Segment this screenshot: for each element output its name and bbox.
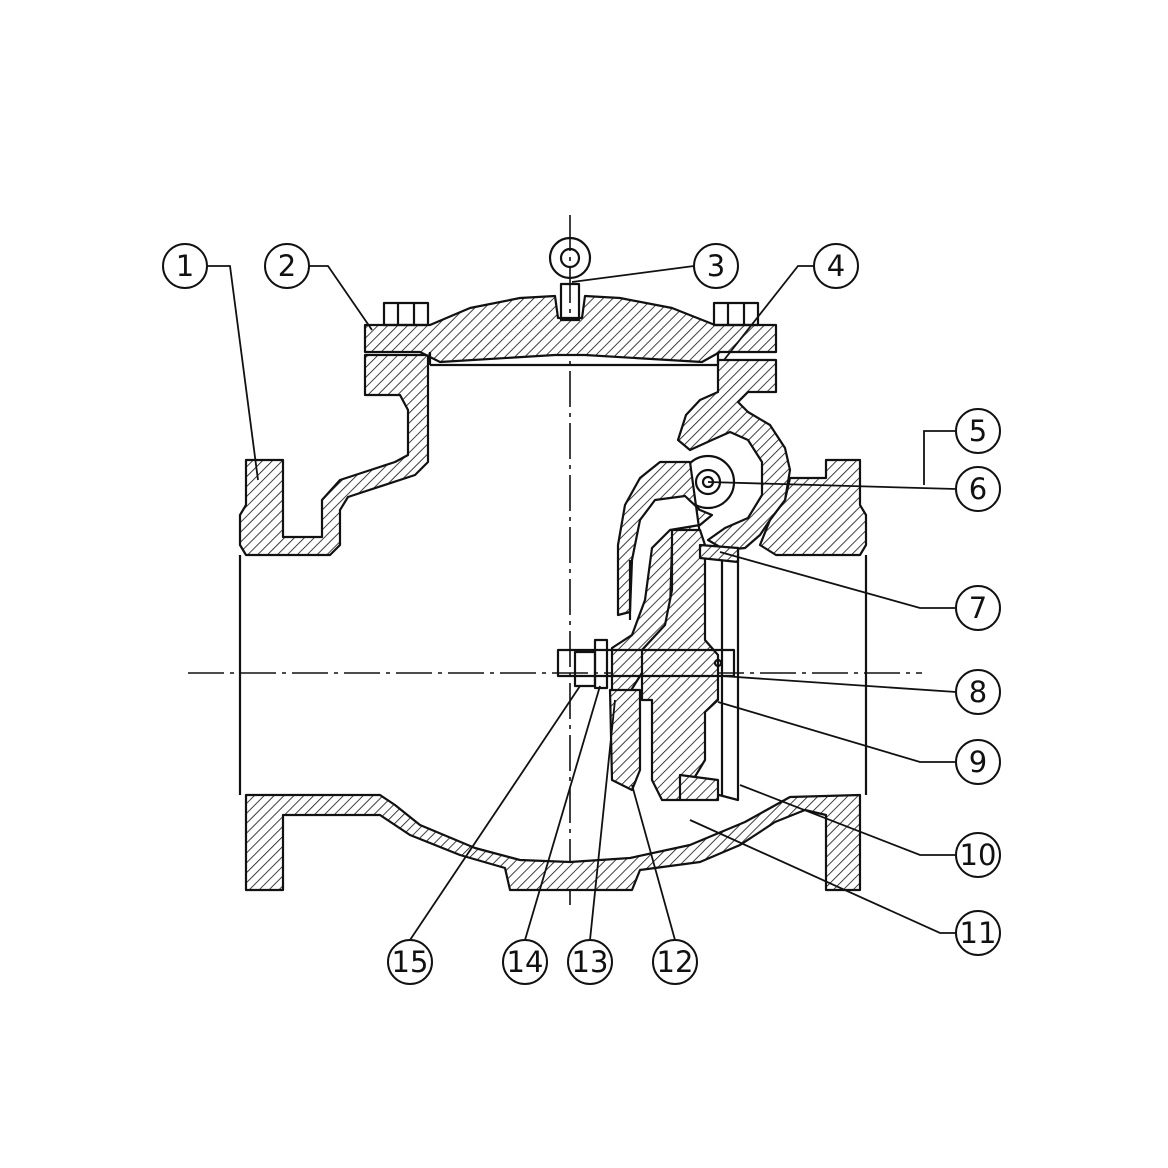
callout-bubble — [567, 939, 613, 985]
callout-bubble — [955, 408, 1001, 454]
callout-label: 9 — [969, 745, 987, 779]
callout-7: 7 — [955, 585, 1001, 631]
callout-bubble — [955, 739, 1001, 785]
callout-label: 5 — [969, 414, 987, 448]
callout-5: 5 — [955, 408, 1001, 454]
callout-bubble — [955, 466, 1001, 512]
callout-1: 1 — [162, 243, 208, 289]
callout-bubble — [264, 243, 310, 289]
callout-bubble — [693, 243, 739, 289]
callout-label: 10 — [960, 838, 997, 872]
callout-label: 12 — [657, 945, 694, 979]
callout-label: 8 — [969, 675, 987, 709]
callout-bubble — [387, 939, 433, 985]
callout-11: 11 — [955, 910, 1001, 956]
callout-label: 14 — [507, 945, 544, 979]
callout-label: 7 — [969, 591, 987, 625]
callout-13: 13 — [567, 939, 613, 985]
callout-bubble — [955, 832, 1001, 878]
callout-label: 13 — [572, 945, 609, 979]
callout-bubble — [502, 939, 548, 985]
callout-bubble — [813, 243, 859, 289]
callout-label: 1 — [176, 249, 194, 283]
eye-bolt-ring — [548, 236, 592, 280]
callout-6: 6 — [955, 466, 1001, 512]
disc-stud — [556, 648, 736, 678]
callout-10: 10 — [955, 832, 1001, 878]
stud-nut — [573, 650, 597, 688]
cover-bolt-right — [712, 301, 760, 327]
callout-label: 6 — [969, 472, 987, 506]
callout-9: 9 — [955, 739, 1001, 785]
callout-label: 4 — [827, 249, 845, 283]
leader-lines — [207, 265, 957, 941]
callout-bubble — [652, 939, 698, 985]
callout-bubble — [955, 585, 1001, 631]
disc-arm-assembly — [556, 454, 740, 802]
callout-label: 11 — [960, 916, 997, 950]
callout-4: 4 — [813, 243, 859, 289]
callout-2: 2 — [264, 243, 310, 289]
callout-15: 15 — [387, 939, 433, 985]
callout-label: 15 — [392, 945, 429, 979]
cover-bolt-left — [382, 301, 430, 327]
bonnet — [363, 236, 778, 367]
callout-3: 3 — [693, 243, 739, 289]
valve-body — [238, 353, 868, 892]
callout-bubble — [162, 243, 208, 289]
callout-8: 8 — [955, 669, 1001, 715]
callout-12: 12 — [652, 939, 698, 985]
callout-label: 2 — [278, 249, 296, 283]
stud-washer — [593, 638, 609, 690]
callout-14: 14 — [502, 939, 548, 985]
callout-bubble — [955, 669, 1001, 715]
eye-bolt-shank — [559, 282, 581, 322]
callout-bubble — [955, 910, 1001, 956]
callout-label: 3 — [707, 249, 725, 283]
